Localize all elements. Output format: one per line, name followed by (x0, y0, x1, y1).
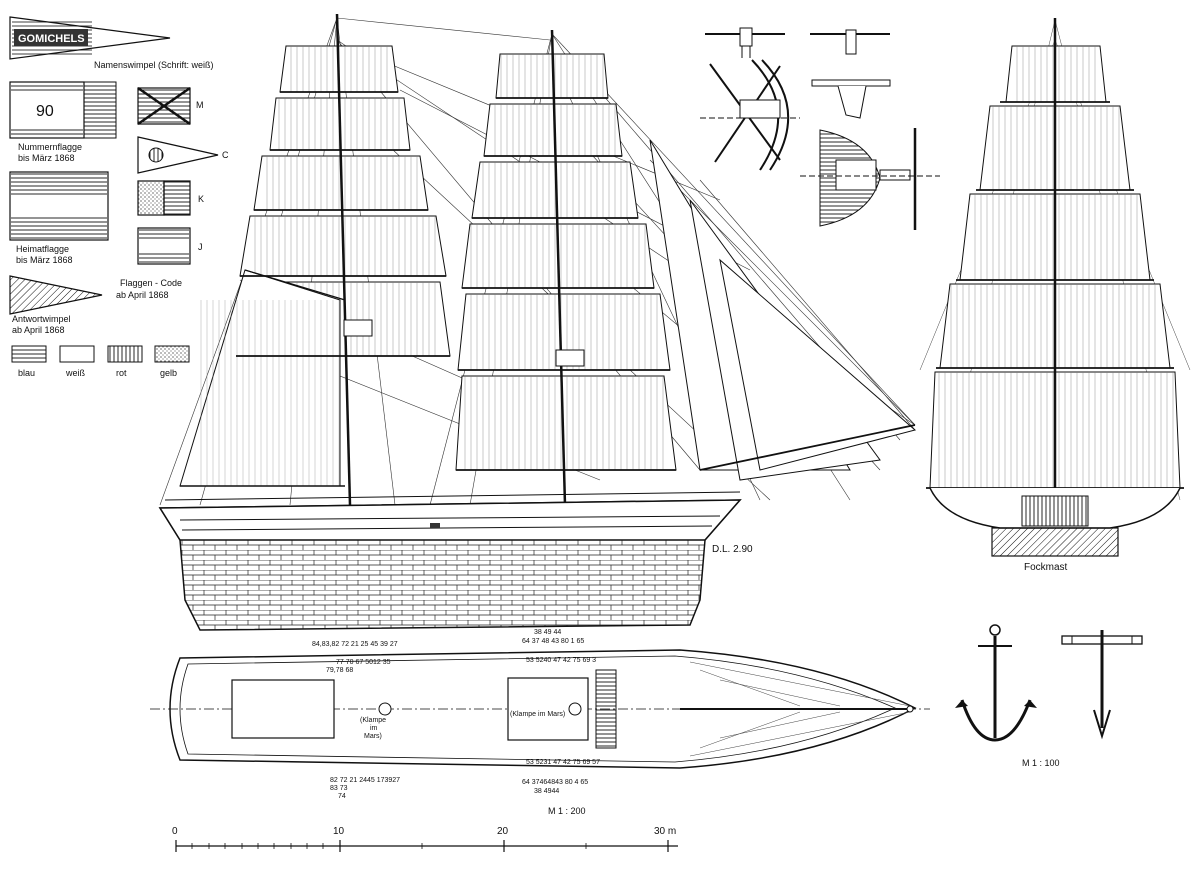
front-view: Fockmast (919, 18, 1191, 573)
color-legend: blau weiß rot gelb (11, 345, 190, 378)
deck-plan: 84,83,82 72 21 25 45 39 27 77 70 67 5012… (150, 629, 930, 816)
klampe-label-2: im (370, 725, 378, 732)
legend-label-blau: blau (18, 368, 35, 378)
numbers-top-1: 84,83,82 72 21 25 45 39 27 (312, 641, 398, 648)
number-flag-caption-2: bis März 1868 (18, 153, 75, 163)
klampe-label-3: Mars) (364, 733, 382, 740)
hull-side: D.L. 2.90 (158, 491, 753, 631)
scale-bar: 0 10 20 30 m (172, 826, 678, 852)
scale-tick-0: 0 (172, 826, 178, 837)
klampe-label-1: (Klampe (360, 717, 386, 724)
number-flag: 90 Nummernflagge bis März 1868 (9, 81, 117, 163)
flags-panel: GOMICHELS Namenswimpel (Schrift: weiß) 9… (9, 16, 229, 378)
name-pennant-caption: Namenswimpel (Schrift: weiß) (94, 60, 214, 70)
home-flag-caption-2: bis März 1868 (16, 255, 73, 265)
numbers-bot-1: 82 72 21 2445 173927 (330, 777, 400, 784)
waterline-label: D.L. 2.90 (712, 544, 753, 555)
front-view-label: Fockmast (1024, 562, 1068, 573)
main-mast-sails (179, 13, 451, 506)
numbers-top-2: 77 70 67 5012 35 (336, 659, 391, 666)
headsails (649, 139, 917, 481)
scale-tick-10: 10 (333, 826, 345, 837)
code-letter-j: J (198, 242, 203, 252)
legend-label-weiss: weiß (65, 368, 86, 378)
anchor-icon (955, 624, 1037, 742)
deck-labels: 84,83,82 72 21 25 45 39 27 77 70 67 5012… (312, 629, 600, 800)
side-elevation: D.L. 2.90 (158, 13, 917, 631)
name-pennant: GOMICHELS Namenswimpel (Schrift: weiß) (9, 16, 214, 70)
fore-mast-sails (455, 29, 677, 506)
code-letter-c: C (222, 150, 229, 160)
home-flag-caption-1: Heimatflagge (16, 244, 69, 254)
code-letter-m: M (196, 100, 204, 110)
detail-parts (700, 27, 940, 230)
klampe-im-mars-label: (Klampe im Mars) (510, 711, 565, 718)
trestle-detail (800, 29, 940, 230)
code-flags: M C K J Flaggen - Code ab April 1868 (116, 86, 229, 300)
deck-scale-label: M 1 : 200 (548, 806, 586, 816)
legend-label-rot: rot (116, 368, 127, 378)
numbers-bot-3: 74 (338, 793, 346, 800)
answer-pennant-caption-2: ab April 1868 (12, 325, 65, 335)
code-caption-2: ab April 1868 (116, 290, 169, 300)
legend-swatch-weiss (59, 345, 95, 363)
numbers-bot-6: 53 5231 47 42 75 69 57 (526, 759, 600, 766)
code-caption-1: Flaggen - Code (120, 278, 182, 288)
numbers-bot-4: 64 37464843 80 4 65 (522, 779, 588, 786)
name-pennant-text: GOMICHELS (18, 33, 85, 45)
code-letter-k: K (198, 194, 204, 204)
number-flag-value: 90 (36, 103, 54, 120)
legend-swatch-blau (11, 345, 47, 363)
home-flag: Heimatflagge bis März 1868 (9, 171, 109, 265)
answer-pennant: Antwortwimpel ab April 1868 (9, 275, 103, 335)
numbers-top-6: 53 5240 47 42 75 69 3 (526, 657, 596, 664)
legend-swatch-rot (107, 345, 143, 363)
numbers-top-4: 38 49 44 (534, 629, 561, 636)
scale-tick-20: 20 (497, 826, 509, 837)
numbers-bot-5: 38 4944 (534, 788, 559, 795)
anchor-scale-label: M 1 : 100 (1022, 758, 1060, 768)
legend-swatch-gelb (154, 345, 190, 363)
scale-tick-30: 30 m (654, 826, 676, 837)
stock-anchor-icon (1061, 630, 1143, 740)
legend-label-gelb: gelb (160, 368, 177, 378)
numbers-top-5: 64 37 48 43 80 1 65 (522, 638, 584, 645)
numbers-bot-2: 83 73 (330, 785, 348, 792)
crosstree-detail (700, 27, 800, 171)
numbers-top-3: 79,78 68 (326, 667, 353, 674)
number-flag-caption-1: Nummernflagge (18, 142, 82, 152)
answer-pennant-caption-1: Antwortwimpel (12, 314, 71, 324)
